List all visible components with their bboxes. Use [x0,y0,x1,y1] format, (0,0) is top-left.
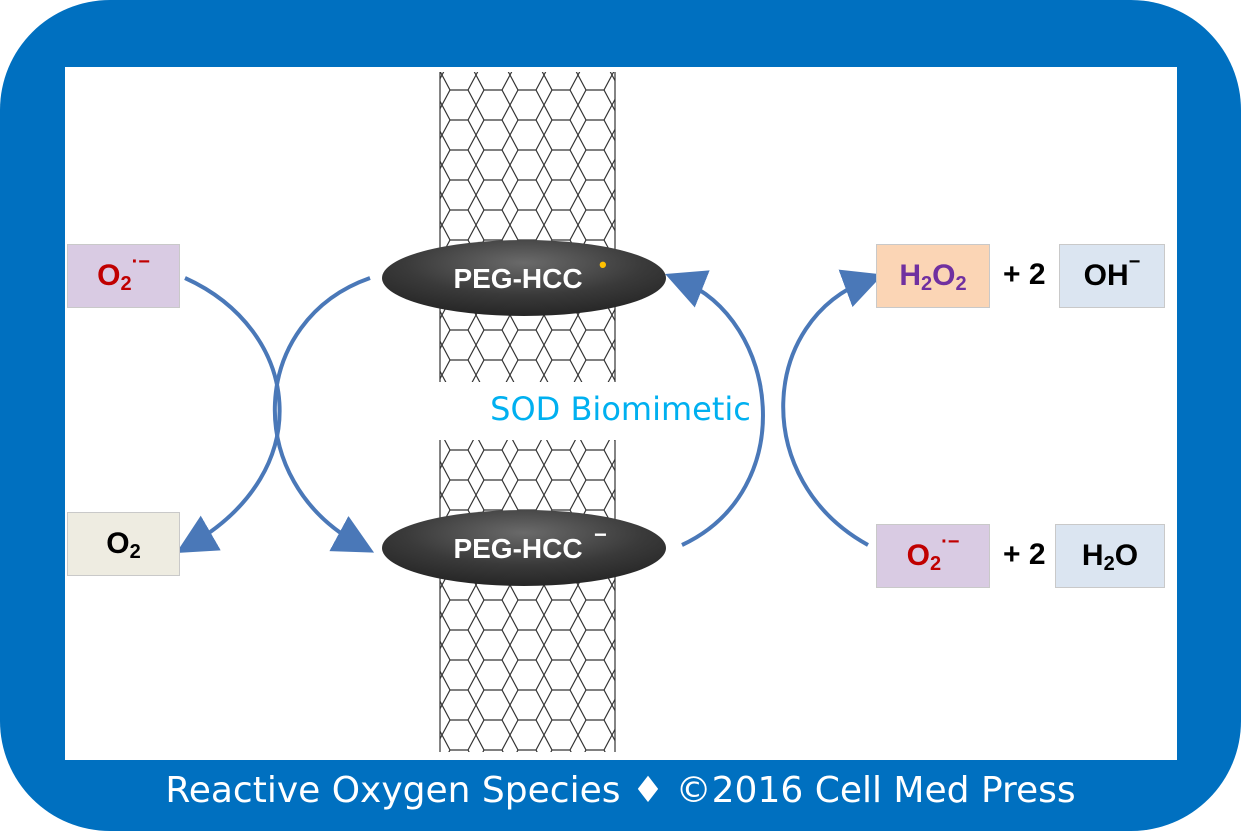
footer-caption: Reactive Oxygen Species ♦ ©2016 Cell Med… [165,770,1076,811]
arrow-left-down [176,276,282,554]
coefficient-bottom: + 2 [1003,538,1046,571]
svg-text:PEG-HCC: PEG-HCC [453,533,582,564]
hydroxide-box: OH− [1059,244,1165,308]
arrow-right-up [665,270,765,547]
arrow-right-out [781,269,883,547]
nanotube-bottom [439,440,616,752]
arrow-left-cycle [272,276,375,553]
sod-biomimetic-label: SOD Biomimetic [490,390,751,428]
coefficient-top: + 2 [1003,258,1046,291]
diagram-panel [65,67,1177,760]
peg-hcc-radical-pill: PEG-HCC • [382,240,666,316]
radical-dot: • [599,252,607,277]
anion-mark: − [594,522,607,547]
nanotube-top [439,72,616,382]
peg-hcc-anion-pill: PEG-HCC − [382,510,666,586]
svg-text:PEG-HCC: PEG-HCC [453,263,582,294]
